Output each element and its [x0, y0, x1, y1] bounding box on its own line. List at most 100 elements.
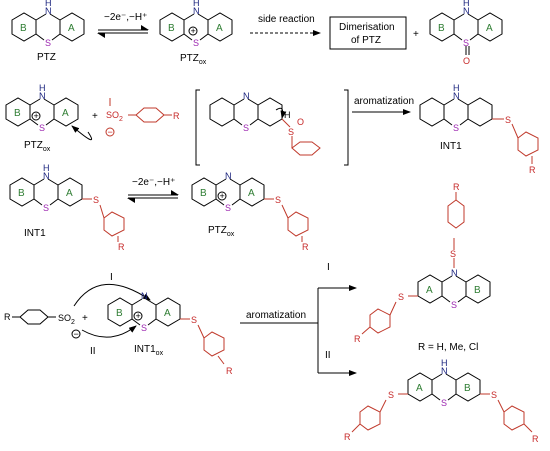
int1ox-nitrogen: N — [141, 291, 148, 301]
ptz-ring-a-label: A — [68, 23, 75, 34]
int1-2-ring-a-label: A — [66, 188, 73, 199]
int1-molecule-1: N H S S R — [419, 83, 539, 175]
bracket-hydrogen: H — [284, 110, 291, 120]
int1ox-sulfonyl-s: S — [191, 315, 197, 325]
sulfinate-reagent-2: SO2 − R — [105, 98, 180, 137]
ptz-hydrogen: H — [45, 0, 52, 8]
ptzox3-nitrogen: N — [225, 171, 232, 181]
productII-left-sulfonyl-s: S — [388, 390, 394, 400]
productII-right-sulfonyl-s: S — [491, 390, 497, 400]
productI-sulfur: S — [451, 300, 457, 310]
sulfoxide-hydrogen: H — [463, 0, 470, 8]
productI-bottom-r: R — [354, 334, 361, 344]
ptz-label: PTZ — [37, 52, 56, 63]
ptzox3-sulfonyl-s: S — [275, 195, 281, 205]
attack-arrow — [71, 125, 92, 141]
int1-1-sulfur: S — [453, 123, 459, 133]
int1ox-r: R — [226, 366, 233, 376]
int1ox-sulfur: S — [141, 323, 147, 333]
int1-1-hydrogen: H — [453, 83, 460, 93]
sulfinate4-so2: SO2 — [58, 313, 75, 326]
ptzox3-ring-b-label: B — [200, 188, 207, 199]
productII-ring-b-label: B — [464, 383, 471, 394]
productII-sulfur: S — [441, 398, 447, 408]
ptzox2-hydrogen: H — [39, 83, 46, 93]
int1-2-ring-b-label: B — [18, 188, 25, 199]
productII-left-r: R — [344, 432, 351, 442]
product-II-molecule: N H S A B S R S R — [344, 358, 539, 444]
ptzox3-ring-a-label: A — [248, 188, 255, 199]
sulfoxide-ring-a-label: A — [486, 23, 493, 34]
ptzox-label-2: PTZox — [24, 140, 51, 153]
int1-2-hydrogen: H — [43, 163, 50, 173]
bracket-sulfonyl-o: O — [297, 117, 304, 127]
ptz-ring-b-label: B — [20, 23, 27, 34]
sulfoxide-sulfur: S — [463, 38, 469, 48]
dimerisation-box — [329, 16, 407, 50]
ptzox-molecule-2: N H S + B A — [5, 83, 79, 133]
equilibrium-arrow-2 — [127, 190, 179, 203]
int1-label-2: INT1 — [24, 228, 46, 239]
bracket-sulfur: S — [243, 123, 249, 133]
productII-ring-a-label: A — [416, 383, 423, 394]
sulfinate2-charge: − — [108, 127, 113, 137]
int1-1-nitrogen: N — [453, 91, 460, 101]
ptz-molecule: N H S B A — [11, 0, 85, 48]
r-group-legend: R = H, Me, Cl — [418, 342, 478, 353]
int1-molecule-2: N H S B A S R — [9, 163, 125, 252]
dimerisation-line1: Dimerisation — [339, 22, 395, 33]
ptzox3-cation-mark: + — [220, 191, 225, 201]
productII-right-r: R — [532, 434, 539, 444]
int1-2-sulfonyl-s: S — [93, 195, 99, 205]
path-II-arrow — [81, 325, 137, 338]
int1-2-r: R — [118, 242, 125, 252]
ptzox-molecule-3: N S + B A S R — [191, 171, 309, 252]
ptzox2-ring-a-label: A — [62, 108, 69, 119]
ptzox-ring-b-label: B — [168, 23, 175, 34]
ptzox-ring-a-label: A — [216, 23, 223, 34]
int1-label-1: INT1 — [440, 141, 462, 152]
int1ox-ring-b-label: B — [116, 308, 123, 319]
int1ox-ring-a-label: A — [164, 308, 171, 319]
dimerisation-line2: of PTZ — [351, 35, 381, 46]
ptzox3-r: R — [302, 242, 309, 252]
sulfoxide-molecule: N H S O B A — [429, 0, 503, 66]
equilibrium-arrow-1 — [97, 25, 149, 38]
ptzox2-sulfur: S — [39, 123, 45, 133]
ptzox-hydrogen: H — [193, 0, 200, 8]
plus-sign-4: + — [82, 313, 88, 324]
sulfoxide-nitrogen: N — [463, 6, 470, 16]
sulfoxide-oxygen: O — [463, 56, 470, 66]
ptzox2-cation-mark: + — [34, 111, 39, 121]
ptzox-sulfur: S — [193, 38, 199, 48]
product-I-molecule: N S A B S R S R — [354, 182, 491, 344]
path-I-arrow — [73, 284, 151, 307]
path-I-label: I — [110, 272, 113, 283]
aromatization-label-1: aromatization — [354, 96, 414, 107]
productII-nitrogen: N — [441, 366, 448, 376]
bracket-intermediate: N S H S O — [195, 89, 349, 166]
ptzox3-sulfur: S — [225, 203, 231, 213]
int1ox-molecule: N S + B A S R — [107, 291, 233, 376]
ptzox-cation-mark: + — [191, 26, 196, 36]
bracket-sulfonyl-s: S — [288, 127, 294, 137]
oxidation-label-2: −2e⁻,−H⁺ — [132, 177, 175, 188]
branch-II-label: II — [325, 350, 331, 361]
productI-nitrogen: N — [451, 268, 458, 278]
productI-n-sulfonyl-s: S — [450, 249, 456, 259]
int1ox-label: INT1ox — [134, 344, 164, 357]
sulfinate-reagent-4: R SO2 − — [4, 309, 81, 339]
sulfinate2-r: R — [173, 111, 180, 121]
path-II-label: II — [90, 346, 96, 357]
int1-2-nitrogen: N — [43, 171, 50, 181]
ptzox2-nitrogen: N — [39, 91, 46, 101]
productI-ring-a-label: A — [426, 285, 433, 296]
bracket-nitrogen: N — [243, 91, 250, 101]
int1ox-cation-mark: + — [136, 311, 141, 321]
int1-1-r: R — [529, 165, 536, 175]
ptz-sulfur: S — [45, 38, 51, 48]
ptzox-label-3: PTZox — [208, 225, 235, 238]
ptzox-molecule-1: N H S + B A — [159, 0, 233, 48]
